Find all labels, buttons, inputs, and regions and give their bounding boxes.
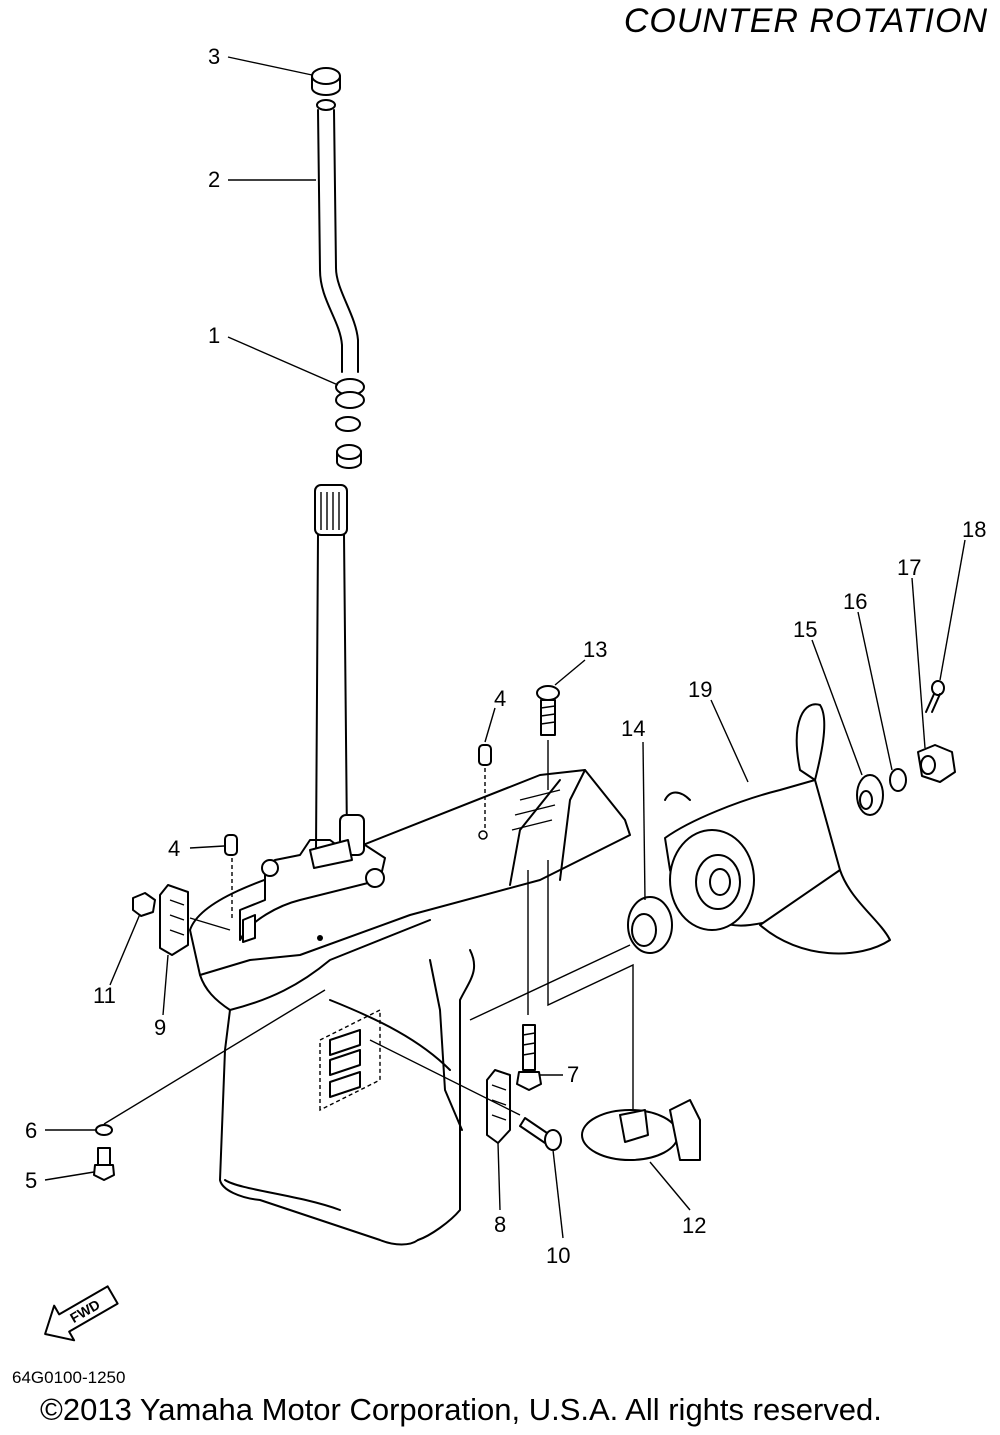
callout-13: 13 xyxy=(583,637,607,662)
screw-5 xyxy=(93,1147,115,1181)
grommets xyxy=(335,378,365,469)
dowel-pin-left xyxy=(224,834,238,920)
callout-8: 8 xyxy=(494,1212,506,1237)
copyright-notice: ©2013 Yamaha Motor Corporation, U.S.A. A… xyxy=(40,1392,882,1427)
callout-17: 17 xyxy=(897,555,921,580)
callout-18: 18 xyxy=(962,517,986,542)
spacer-15 xyxy=(856,774,884,816)
callout-19: 19 xyxy=(688,677,712,702)
propeller-19 xyxy=(664,703,891,955)
callout-leaders xyxy=(44,56,966,1239)
dowel-pin-right xyxy=(478,744,492,828)
washer-16 xyxy=(889,768,907,792)
callout-5: 5 xyxy=(25,1168,37,1193)
callout-numbers: 3 2 1 4 4 13 14 19 15 16 17 18 11 9 6 5 … xyxy=(25,44,986,1268)
washer-6 xyxy=(95,989,326,1136)
lower-casing xyxy=(189,769,631,1246)
fwd-arrow-icon: FWD xyxy=(44,1285,119,1342)
callout-16: 16 xyxy=(843,589,867,614)
callout-10: 10 xyxy=(546,1243,570,1268)
anode-8 xyxy=(369,1039,521,1144)
water-tube xyxy=(311,67,359,373)
callout-11: 11 xyxy=(93,983,116,1008)
callout-1: 1 xyxy=(208,323,220,348)
thrust-washer-14 xyxy=(469,896,673,1021)
drive-shaft xyxy=(309,484,365,869)
callout-9: 9 xyxy=(154,1015,166,1040)
callout-2: 2 xyxy=(208,167,220,192)
callout-14: 14 xyxy=(621,716,645,741)
nut-11 xyxy=(132,892,156,917)
callout-4-right: 4 xyxy=(494,686,506,711)
part-code: 64G0100-1250 xyxy=(12,1368,126,1387)
nut-17 xyxy=(917,744,956,783)
callout-7: 7 xyxy=(567,1062,579,1087)
bolt-10 xyxy=(519,1117,562,1151)
callout-12: 12 xyxy=(682,1213,706,1238)
cotter-pin-18 xyxy=(925,680,945,713)
callout-15: 15 xyxy=(793,617,817,642)
anode-9 xyxy=(159,884,256,956)
callout-3: 3 xyxy=(208,44,220,69)
callout-6: 6 xyxy=(25,1118,37,1143)
bolt-7 xyxy=(516,1024,542,1091)
trim-tab-12 xyxy=(581,1099,701,1161)
callout-4-left: 4 xyxy=(168,836,180,861)
diagram-title: COUNTER ROTATION xyxy=(623,2,988,40)
bolt-13 xyxy=(527,685,634,1110)
